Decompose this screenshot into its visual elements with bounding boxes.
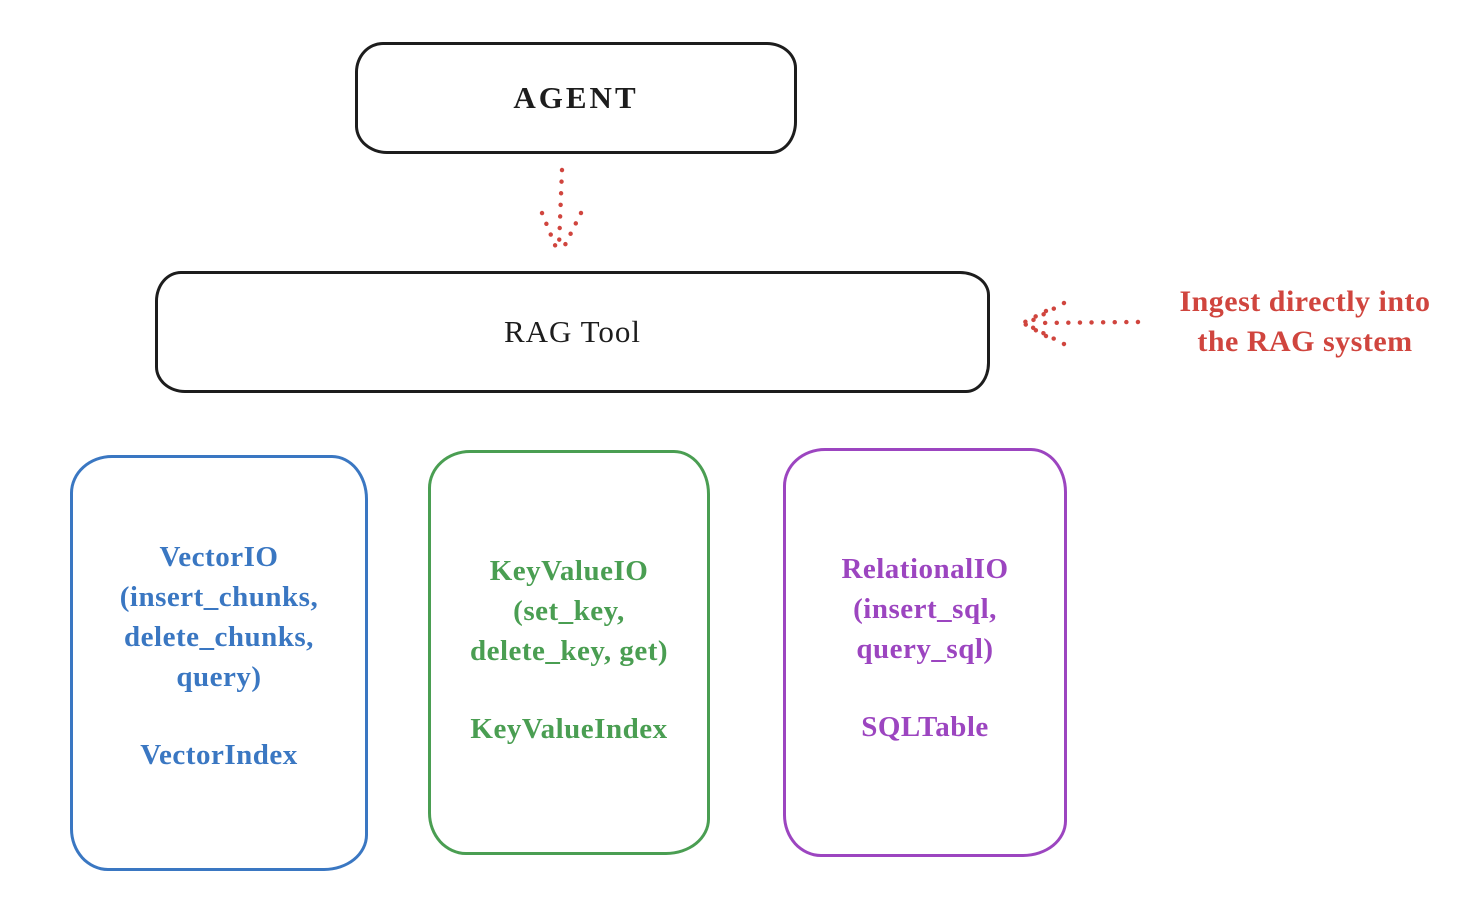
ingest-annotation: Ingest directly into the RAG system <box>1179 285 1431 358</box>
relational-io-label: RelationalIO (insert_sql, query_sql) <box>841 553 1009 665</box>
key-value-index-label: KeyValueIndex <box>470 713 668 745</box>
node-key-value-io: KeyValueIO (set_key, delete_key, get) Ke… <box>428 450 710 855</box>
vector-io-label: VectorIO (insert_chunks, delete_chunks, … <box>119 541 319 693</box>
arrow-agent-to-rag-tool <box>539 167 584 254</box>
arrow-annotation-to-rag-tool <box>1020 300 1141 347</box>
node-agent: AGENT <box>355 42 797 154</box>
sql-table-label: SQLTable <box>861 711 989 743</box>
key-value-io-label: KeyValueIO (set_key, delete_key, get) <box>469 555 669 667</box>
vector-index-label: VectorIndex <box>140 739 298 771</box>
node-vector-io: VectorIO (insert_chunks, delete_chunks, … <box>70 455 368 871</box>
agent-label: AGENT <box>513 80 639 115</box>
node-relational-io: RelationalIO (insert_sql, query_sql) SQL… <box>783 448 1067 857</box>
rag-tool-label: RAG Tool <box>503 314 642 349</box>
node-rag-tool: RAG Tool <box>155 271 990 393</box>
